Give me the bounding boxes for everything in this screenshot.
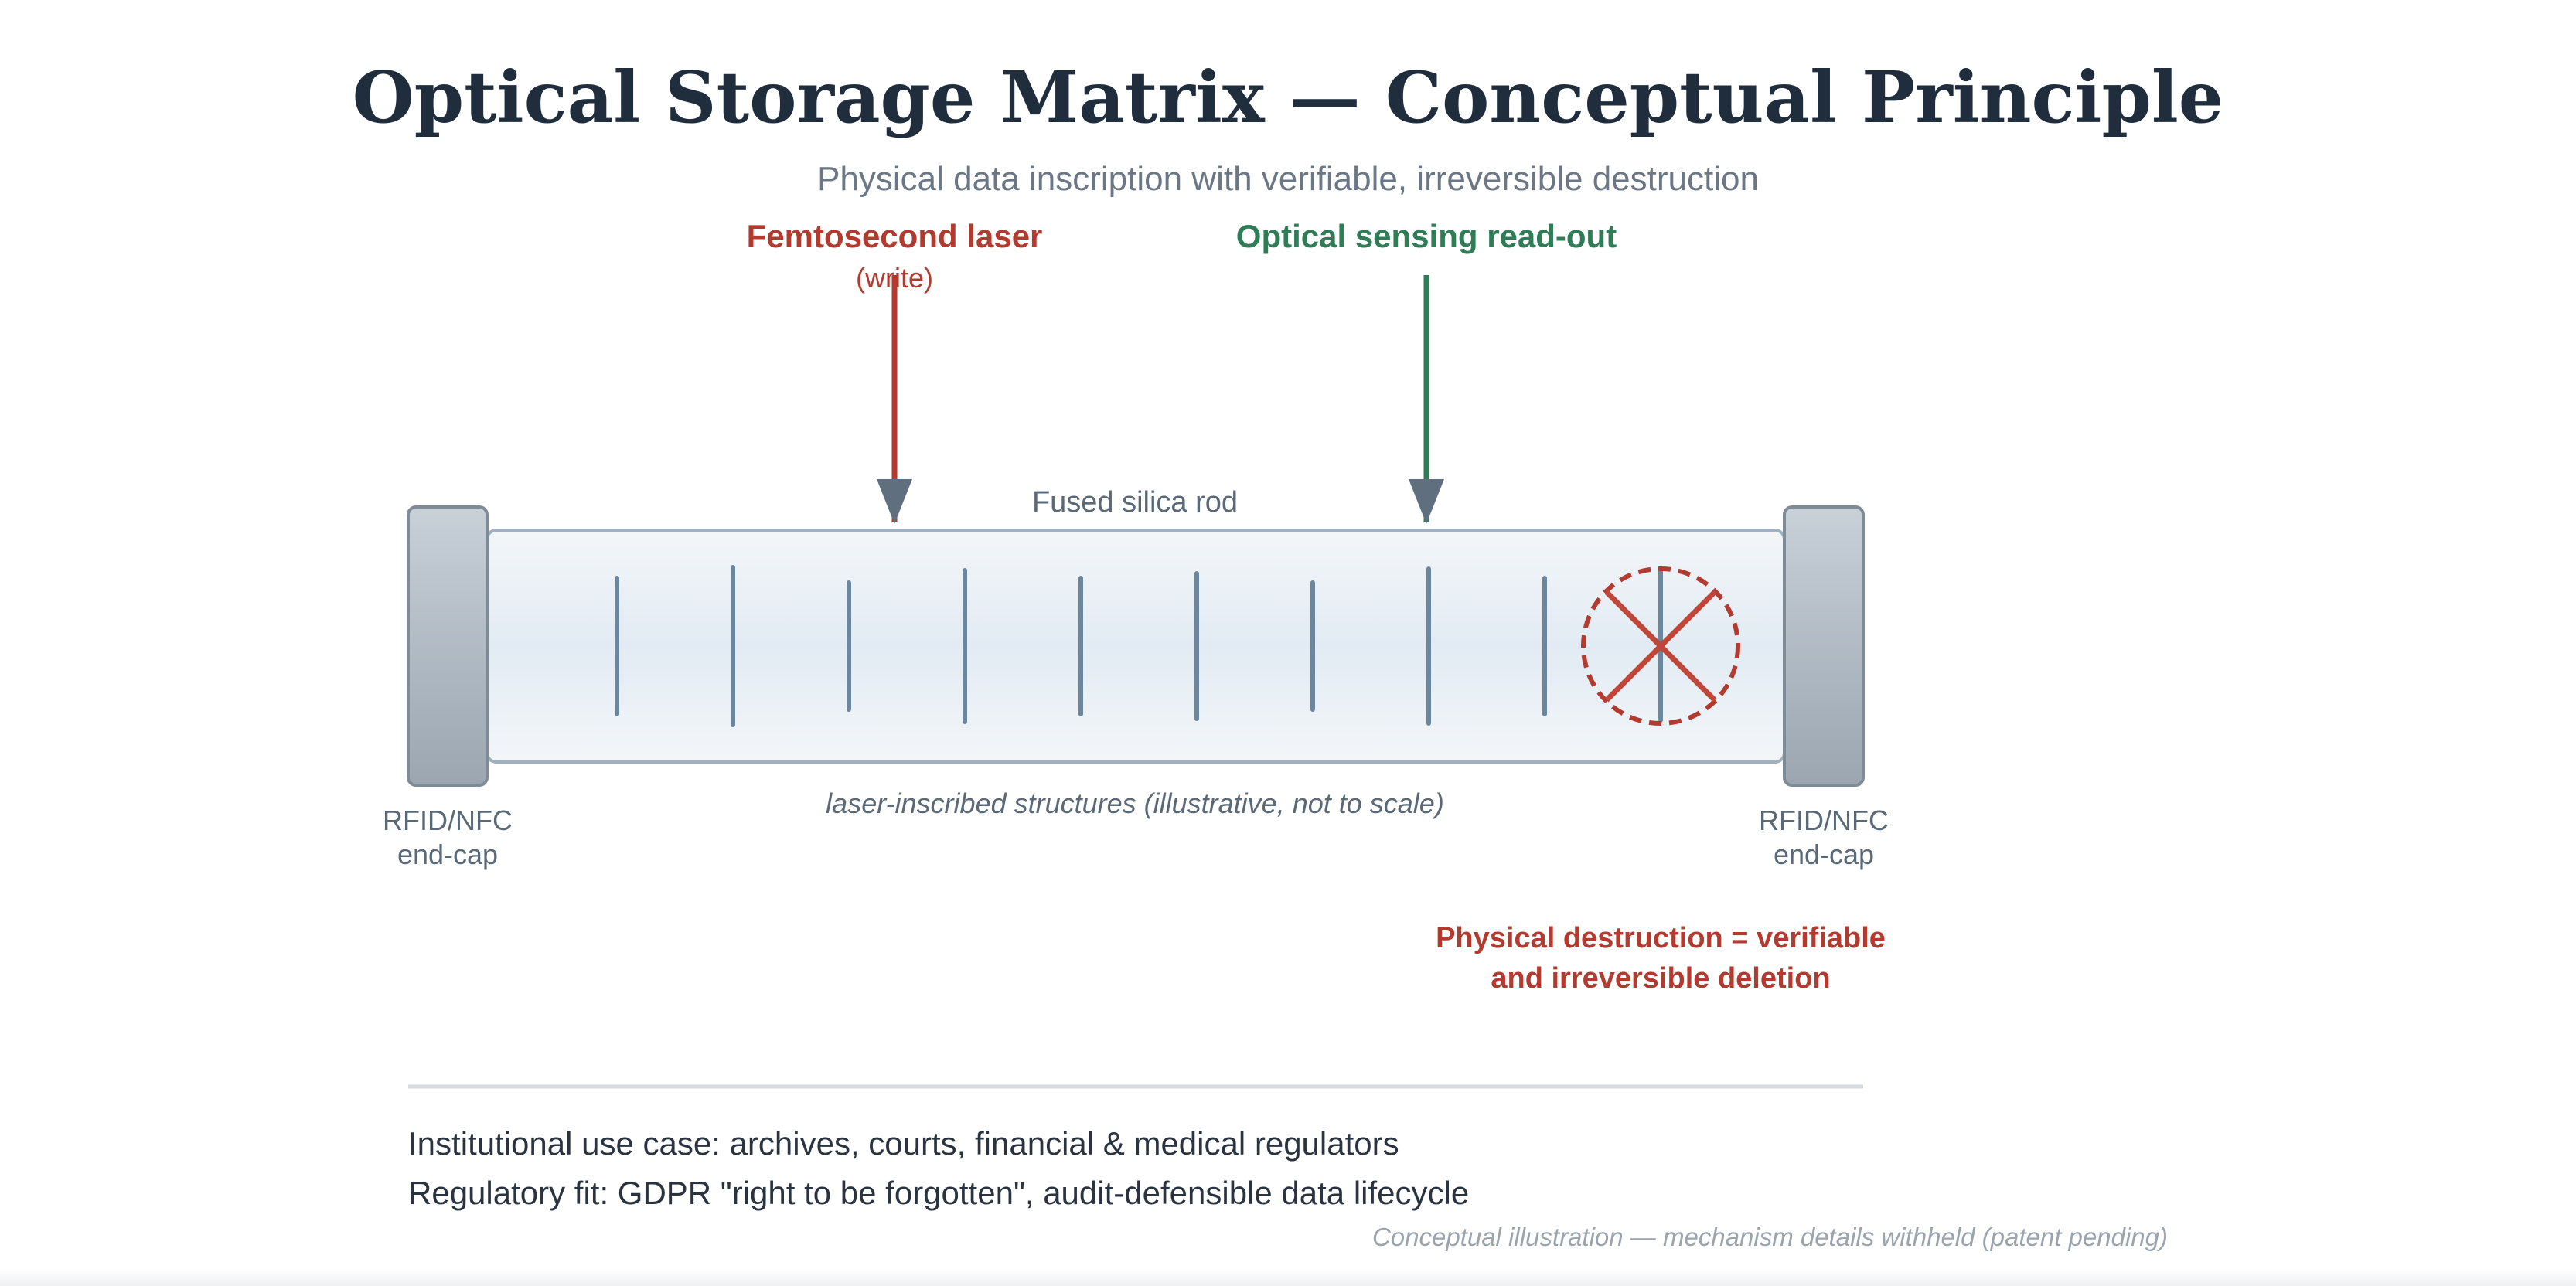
- destruction-cross-b: [1604, 590, 1717, 703]
- note-regulatory-fit: Regulatory fit: GDPR "right to be forgot…: [408, 1175, 1469, 1211]
- sensor-label: Optical sensing read-out: [1236, 218, 1617, 254]
- left-end-cap: [407, 505, 489, 787]
- right-cap-label-line2: end-cap: [1774, 839, 1874, 870]
- left-cap-label-line2: end-cap: [397, 839, 498, 870]
- inscribed-structures: [615, 565, 1663, 727]
- footer-note: Conceptual illustration — mechanism deta…: [1372, 1223, 2168, 1251]
- right-cap-label-line1: RFID/NFC: [1759, 805, 1889, 836]
- left-cap-label-line1: RFID/NFC: [383, 805, 513, 836]
- laser-arrowhead: [877, 479, 912, 524]
- destruction-circle: [1581, 566, 1740, 726]
- rod-caption: laser-inscribed structures (illustrative…: [826, 788, 1444, 819]
- note-use-case: Institutional use case: archives, courts…: [408, 1125, 1399, 1162]
- page-subtitle: Physical data inscription with verifiabl…: [817, 160, 1759, 198]
- laser-sublabel: (write): [856, 262, 933, 294]
- right-end-cap: [1783, 505, 1865, 787]
- sensor-arrowhead: [1409, 479, 1444, 524]
- destruction-marker: [1581, 566, 1740, 726]
- destruction-caption-line1: Physical destruction = verifiable: [1436, 922, 1886, 954]
- rod-label: Fused silica rod: [1032, 486, 1238, 519]
- silica-rod: [486, 529, 1786, 764]
- destruction-caption-line2: and irreversible deletion: [1491, 962, 1830, 995]
- page-title: Optical Storage Matrix — Conceptual Prin…: [353, 56, 2224, 139]
- laser-label: Femtosecond laser: [747, 218, 1043, 254]
- bottom-fade: [0, 1269, 2576, 1286]
